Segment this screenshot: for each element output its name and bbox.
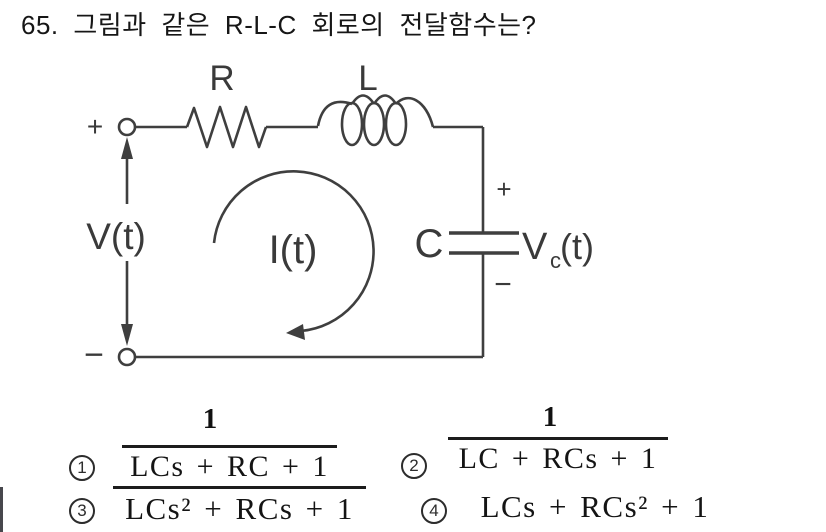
choice4-expression: LCs + RCs² + 1 [480, 489, 710, 524]
source-voltage-label: V(t) [86, 216, 146, 257]
source-plus-sign: + [87, 111, 103, 142]
question-title: 65. 그림과 같은 R-L-C 회로의 전달함수는? [21, 10, 537, 40]
terminal-minus [117, 347, 137, 367]
choice3-bar [113, 486, 366, 489]
choice2-fraction-bar [448, 437, 668, 440]
choice3-expression: LCs² + RCs + 1 [125, 491, 354, 526]
choice1-fraction-bar [122, 445, 337, 448]
source-voltage-arrow [121, 137, 133, 346]
scan-edge-artifact [0, 487, 3, 532]
choice1-marker: 1 [69, 455, 95, 481]
choice4-marker: 4 [421, 498, 447, 524]
capacitor-symbol [449, 231, 519, 255]
cap-minus-sign: − [494, 268, 512, 301]
svg-text:V: V [522, 226, 548, 268]
choice1-denominator: LCs + RC + 1 [130, 450, 329, 483]
cap-voltage-label: V c (t) [522, 226, 594, 273]
inductor-symbol [316, 94, 435, 147]
svg-text:(t): (t) [560, 226, 594, 267]
terminal-plus [117, 117, 137, 137]
cap-plus-sign: + [496, 174, 511, 204]
choice1-numerator: 1 [202, 403, 218, 435]
capacitor-label: C [415, 222, 444, 266]
choice3-marker: 3 [69, 498, 95, 524]
source-minus-sign: − [84, 336, 104, 374]
resistor-label: R [209, 59, 234, 98]
choice2-marker: 2 [401, 453, 427, 479]
choice2-denominator: LC + RCs + 1 [458, 442, 658, 475]
loop-current-label: I(t) [269, 228, 318, 272]
svg-text:c: c [550, 248, 561, 273]
resistor-symbol [185, 105, 268, 149]
choice2-numerator: 1 [542, 401, 558, 433]
circuit-diagram: + − R L V(t) I(t) C + − V c (t) [84, 59, 594, 374]
loop-current-arrow [212, 170, 375, 340]
inductor-label: L [358, 59, 377, 98]
